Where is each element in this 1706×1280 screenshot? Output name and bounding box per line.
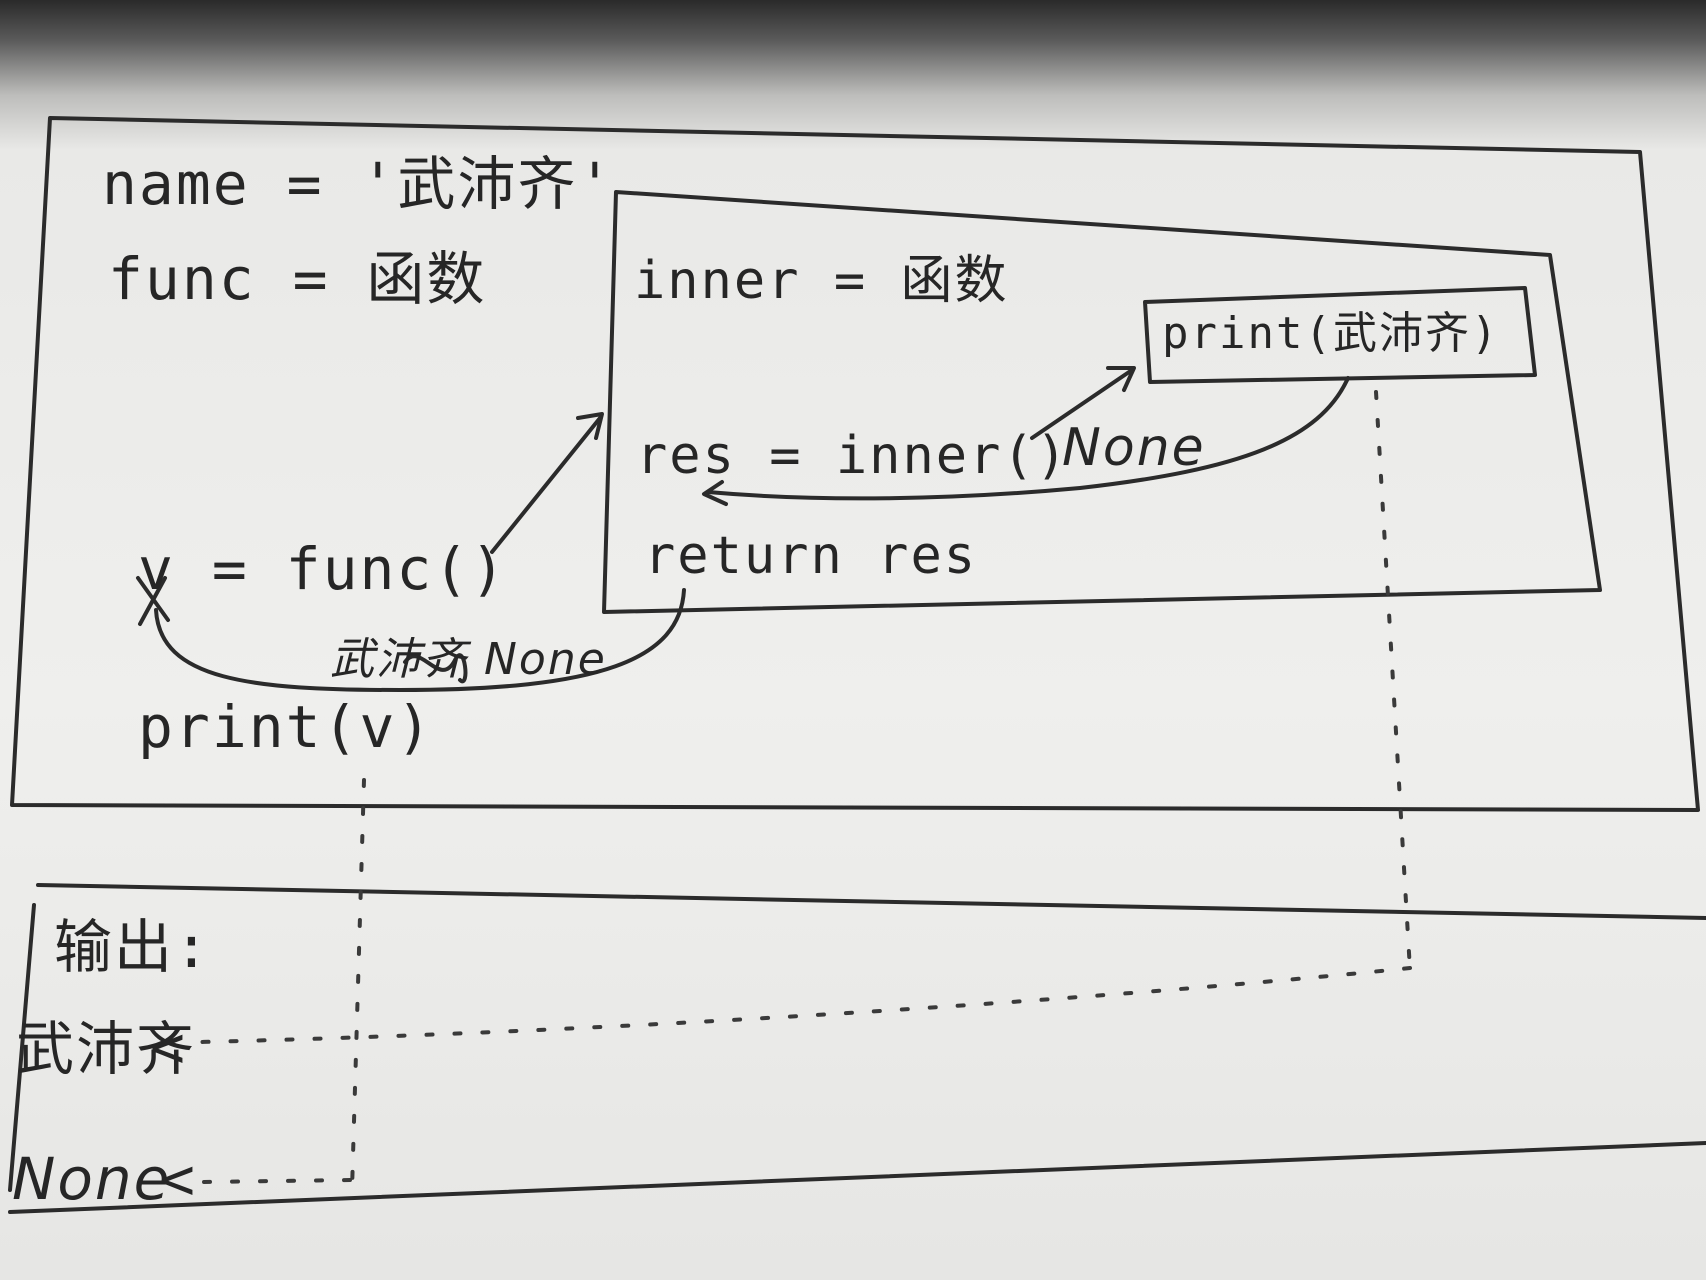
arrow-call-func bbox=[490, 416, 602, 554]
dashed-to-output-1 bbox=[198, 966, 1412, 1044]
output-box-top bbox=[36, 883, 1706, 920]
call-func-statement: v = func() bbox=[138, 535, 508, 603]
scribble bbox=[403, 653, 468, 684]
dashed-to-output-2 bbox=[198, 1178, 352, 1184]
call-inner-statement: res = inner() bbox=[636, 426, 1069, 486]
dashed-print-v-down bbox=[350, 778, 366, 1192]
return-res-statement: return res bbox=[644, 526, 978, 586]
arrow-return-res bbox=[154, 588, 686, 692]
output-header: 输出: bbox=[54, 913, 211, 981]
output-line-2: None bbox=[12, 1145, 172, 1213]
arrow-return-none-inner bbox=[706, 376, 1350, 501]
outer-scope-box bbox=[10, 116, 1700, 812]
inner-print-statement: print(武沛齐) bbox=[1162, 308, 1500, 359]
arrow-call-inner-head bbox=[1106, 366, 1136, 392]
arrow-call-inner bbox=[1030, 368, 1134, 440]
func-scope-box bbox=[602, 190, 1602, 614]
assign-func-statement: func = 函数 bbox=[108, 245, 487, 313]
output-line-2-arrow: < bbox=[160, 1145, 197, 1213]
v-cross-mark bbox=[136, 576, 170, 626]
return-value-labels: 武沛齐 None bbox=[330, 634, 607, 685]
dashed-inner-print-down bbox=[1374, 390, 1412, 972]
print-v-statement: print(v) bbox=[138, 693, 434, 761]
inner-scope-box bbox=[1143, 286, 1537, 384]
output-box-left bbox=[8, 903, 36, 1192]
assign-inner-statement: inner = 函数 bbox=[634, 251, 1009, 311]
output-box-bottom bbox=[8, 1141, 1706, 1214]
output-line-1-arrow: < bbox=[150, 1013, 187, 1081]
assign-name-statement: name = '武沛齐' bbox=[102, 150, 615, 218]
inner-return-label: None bbox=[1062, 418, 1206, 478]
arrow-call-func-head bbox=[576, 412, 604, 440]
arrow-return-none-inner-head bbox=[702, 480, 728, 506]
output-line-1: 武沛齐 bbox=[16, 1015, 197, 1083]
